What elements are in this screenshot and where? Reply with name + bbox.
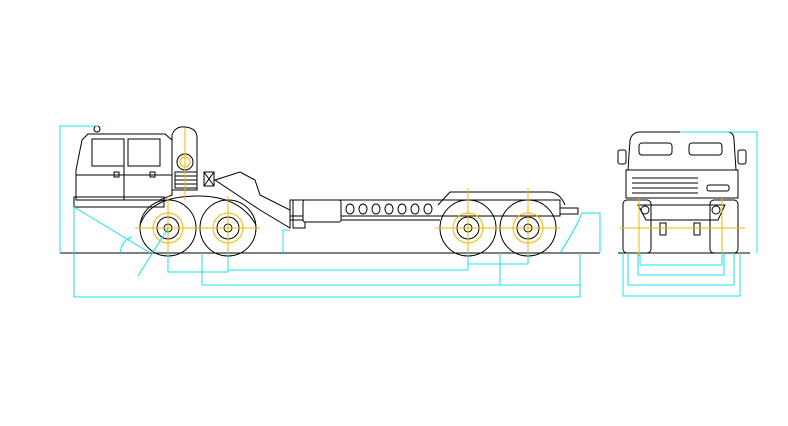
mirror-left [617, 149, 627, 165]
windshield-right [688, 142, 723, 156]
center-lines-side [135, 128, 560, 260]
cab-front [617, 131, 747, 199]
windshield-left [638, 142, 673, 156]
wheels-front [622, 199, 739, 254]
front-view [617, 131, 758, 297]
fuel-tank [302, 199, 342, 223]
side-view [59, 125, 601, 298]
cab [73, 125, 173, 208]
dimension-lines-side [59, 125, 601, 298]
shock-left [659, 222, 667, 236]
beacon-light [93, 125, 101, 133]
shock-right [693, 222, 701, 236]
grille [632, 177, 698, 194]
dimension-lines-front [622, 131, 758, 297]
front-fender [139, 195, 257, 226]
chassis-frame [289, 191, 579, 229]
mirror-right [737, 149, 747, 165]
center-lines-front [620, 198, 745, 256]
engine-compartment [171, 126, 291, 229]
